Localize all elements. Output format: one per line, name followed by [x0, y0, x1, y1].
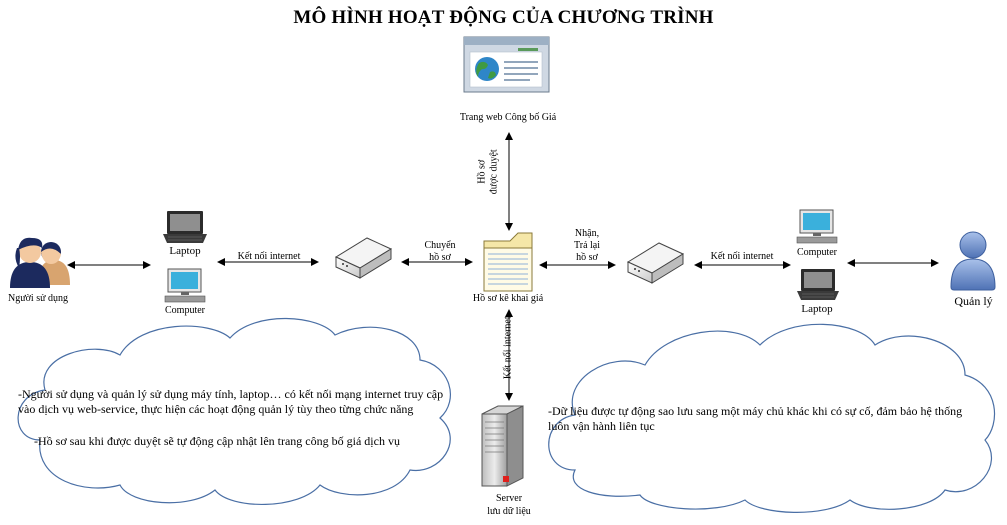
admin-laptop-label: Laptop	[801, 303, 833, 315]
right-internet-label: Kết nối internet	[710, 251, 774, 262]
admin-label: Quản lý	[954, 294, 993, 308]
left-note-text-1: -Người sử dụng và quản lý sử dụng máy tí…	[18, 387, 444, 416]
admin-computer-label: Computer	[797, 247, 837, 258]
server-label-line2: lưu dữ liệu	[487, 506, 531, 517]
website-label: Trang web Công bố Giá	[459, 112, 557, 123]
admin-laptop-icon	[797, 269, 839, 300]
dossier-label: Hồ sơ kê khai giá	[472, 293, 544, 304]
transfer-label-line1: Chuyển	[424, 240, 456, 251]
user-computer-icon	[164, 268, 206, 303]
user-laptop-label: Laptop	[169, 245, 201, 257]
right-note-cloud	[548, 323, 996, 513]
user-group-icon	[10, 237, 70, 288]
user-computer-label: Computer	[165, 305, 205, 316]
right-router-icon	[626, 242, 685, 284]
approved-label-line2: được duyệt	[488, 149, 500, 195]
approved-label-line1: Hồ sơ	[476, 159, 488, 184]
left-router-icon	[334, 237, 393, 279]
server-internet-label: Kết nối internet	[502, 316, 514, 380]
admin-person-icon	[950, 231, 996, 291]
receive-label-line3: hồ sơ	[576, 252, 598, 263]
left-note-cloud	[17, 317, 451, 505]
left-internet-label: Kết nối internet	[237, 251, 301, 262]
right-note-text: -Dữ liệu được tự động sao lưu sang một m…	[548, 404, 963, 433]
receive-label-line1: Nhận,	[574, 228, 600, 239]
website-icon	[463, 36, 550, 93]
server-icon	[481, 405, 524, 487]
receive-label-line2: Trả lại	[573, 240, 601, 251]
user-label: Người sử dụng	[7, 293, 69, 304]
dossier-document-icon	[483, 232, 533, 292]
server-label-line1: Server	[495, 493, 523, 504]
diagram-title: MÔ HÌNH HOẠT ĐỘNG CỦA CHƯƠNG TRÌNH	[293, 7, 714, 28]
user-laptop-icon	[163, 211, 207, 243]
transfer-label-line2: hồ sơ	[429, 252, 451, 263]
left-note-text-2: -Hồ sơ sau khi được duyệt sẽ tự động cập…	[34, 434, 400, 448]
admin-computer-icon	[796, 209, 838, 244]
